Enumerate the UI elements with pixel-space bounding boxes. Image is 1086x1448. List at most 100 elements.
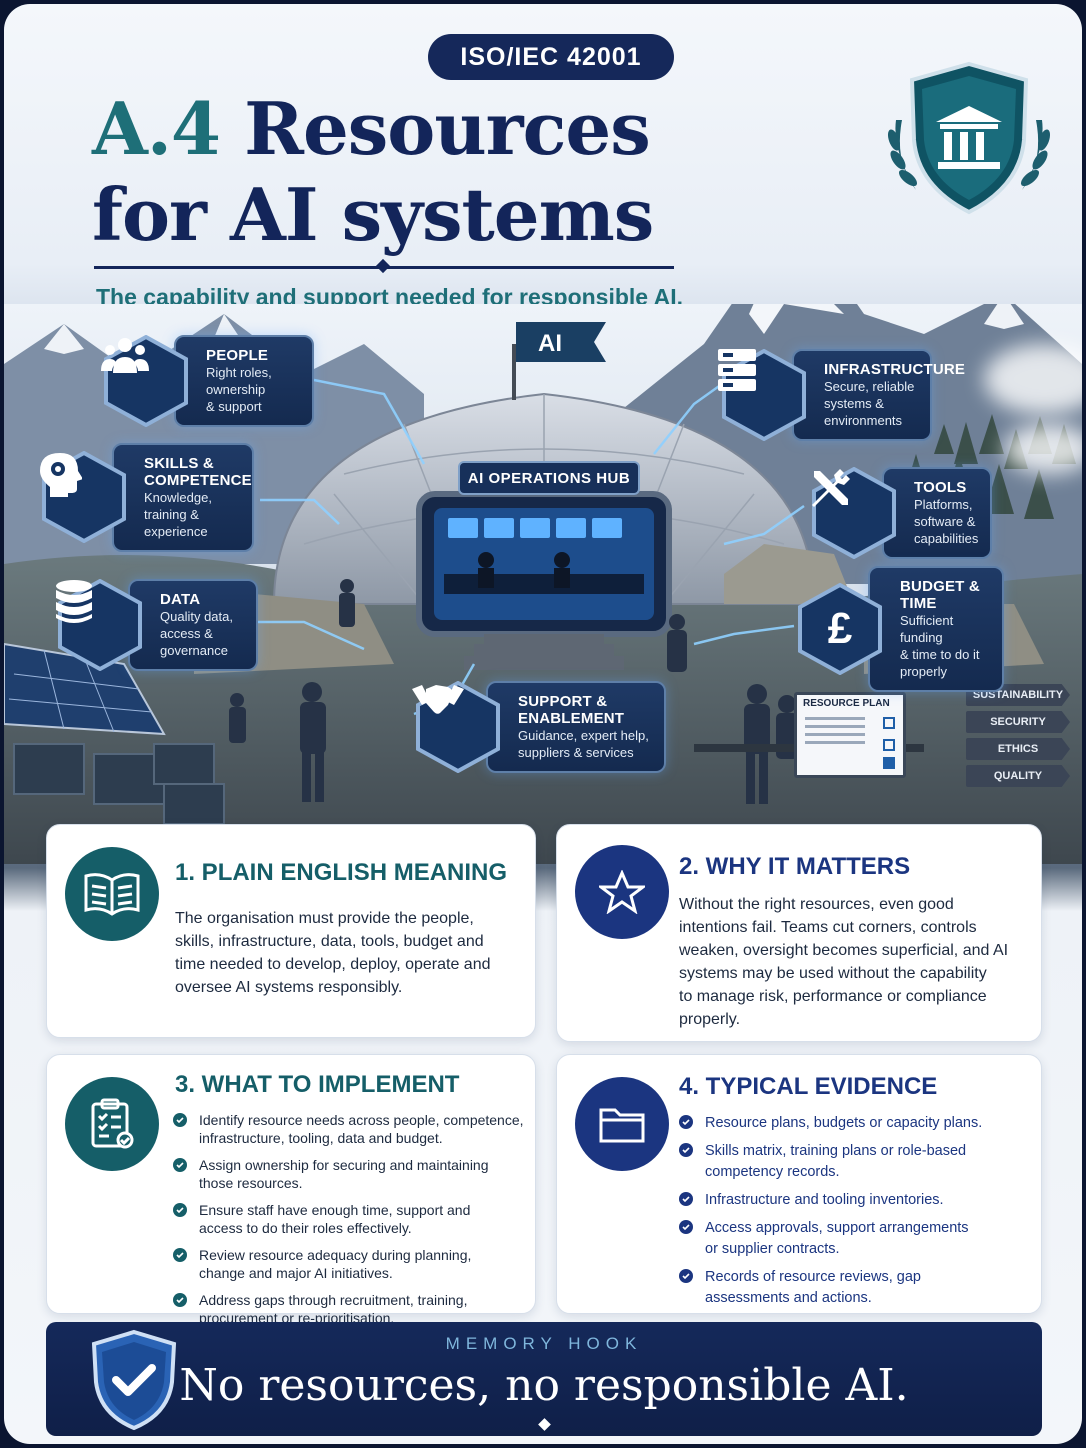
- divider-diamond: [538, 1418, 551, 1431]
- check-box-icon: [883, 757, 895, 769]
- node-desc: Quality data,: [160, 609, 233, 624]
- people-icon: [100, 335, 192, 427]
- node-budget-time: £ BUDGET & TIME Sufficient funding & tim…: [794, 566, 1004, 692]
- card-line: intentions fail. Teams cut corners, cont…: [679, 919, 977, 936]
- check-circle-icon: [679, 1192, 693, 1206]
- node-skills-competence: SKILLS & COMPETENCE Knowledge, training …: [38, 442, 254, 552]
- database-icon: [54, 579, 146, 671]
- node-tools: TOOLS Platforms, software & capabilities: [808, 467, 992, 559]
- ai-flag: AI: [514, 318, 610, 368]
- list-item: Infrastructure and tooling inventories.: [679, 1190, 1029, 1211]
- head-gear-icon: [38, 451, 130, 543]
- star-icon: [575, 845, 669, 939]
- evidence-checklist: Resource plans, budgets or capacity plan…: [679, 1113, 1029, 1316]
- card-body: Without the right resources, even good i…: [679, 893, 1029, 1031]
- node-title: COMPETENCE: [144, 471, 252, 489]
- card-line: oversee AI systems responsibly.: [175, 979, 403, 996]
- node-desc: software &: [914, 514, 976, 529]
- node-desc: & support: [206, 399, 262, 414]
- mountain-camp-scene: AI AI OPERATIONS HUB RESOURCE PLAN SUSTA…: [4, 304, 1082, 864]
- card-line: properly.: [679, 1011, 741, 1028]
- node-desc: systems &: [824, 396, 884, 411]
- list-item: Resource plans, budgets or capacity plan…: [679, 1113, 1029, 1134]
- node-people: PEOPLE Right roles, ownership & support: [100, 335, 314, 427]
- check-box-icon: [883, 717, 895, 729]
- card-line: time needed to develop, deploy, operate …: [175, 956, 491, 973]
- list-item: Review resource adequacy during planning…: [173, 1246, 529, 1282]
- node-desc: Knowledge,: [144, 489, 212, 505]
- title-clause-number: A.4: [92, 86, 221, 171]
- node-title: DATA: [160, 591, 201, 608]
- node-desc: environments: [824, 413, 903, 428]
- folder-icon: [575, 1077, 669, 1171]
- node-desc: training &: [144, 506, 199, 522]
- standard-badge: ISO/IEC 42001: [428, 34, 674, 80]
- check-circle-icon: [173, 1203, 187, 1217]
- node-data: DATA Quality data, access & governance: [54, 579, 258, 671]
- memory-hook-slogan: No resources, no responsible AI.: [179, 1360, 909, 1411]
- list-item: Ensure staff have enough time, support a…: [173, 1201, 529, 1237]
- card-title: 1. PLAIN ENGLISH MEANING: [175, 859, 508, 886]
- implement-checklist: Identify resource needs across people, c…: [173, 1111, 529, 1336]
- server-icon: [718, 349, 810, 441]
- title-line-2: for AI systems: [92, 172, 654, 257]
- node-desc: capabilities: [914, 531, 979, 546]
- card-plain-english-meaning: 1. PLAIN ENGLISH MEANING The organisatio…: [46, 824, 536, 1038]
- card-line: The organisation must provide the people…: [175, 910, 474, 927]
- node-desc: Right roles,: [206, 365, 272, 380]
- node-desc: access &: [160, 626, 213, 641]
- sign-security: SECURITY: [966, 711, 1070, 733]
- tools-icon: [808, 467, 900, 559]
- resource-plan-board: RESOURCE PLAN: [794, 692, 906, 778]
- card-title: 2. WHY IT MATTERS: [679, 853, 911, 880]
- card-line: weaken, oversight becomes superficial, a…: [679, 942, 1009, 959]
- flag-label: AI: [538, 330, 562, 357]
- card-typical-evidence: 4. TYPICAL EVIDENCE Resource plans, budg…: [556, 1054, 1042, 1314]
- node-title: SKILLS &: [144, 454, 214, 472]
- node-desc: suppliers & services: [518, 745, 634, 760]
- shield-check-icon: [91, 1329, 177, 1431]
- check-circle-icon: [679, 1269, 693, 1283]
- card-line: to manage risk, performance or complianc…: [679, 988, 987, 1005]
- title-divider: [94, 266, 674, 269]
- sign-ethics: ETHICS: [966, 738, 1070, 760]
- memory-hook-banner: MEMORY HOOK No resources, no responsible…: [46, 1322, 1042, 1436]
- check-circle-icon: [173, 1293, 187, 1307]
- node-title: INFRASTRUCTURE: [824, 361, 966, 378]
- node-title: PEOPLE: [206, 347, 269, 364]
- node-title: SUPPORT & ENABLEMENT: [518, 693, 625, 727]
- card-line: systems may be used without the capabili…: [679, 965, 987, 982]
- node-desc: properly: [900, 664, 947, 679]
- node-desc: Sufficient funding: [900, 613, 954, 645]
- sign-quality: QUALITY: [966, 765, 1070, 787]
- card-body: The organisation must provide the people…: [175, 907, 525, 999]
- check-box-icon: [883, 739, 895, 751]
- clipboard-checklist-icon: [65, 1077, 159, 1171]
- node-desc: & time to do it: [900, 647, 980, 662]
- check-circle-icon: [679, 1115, 693, 1129]
- check-circle-icon: [173, 1158, 187, 1172]
- open-book-icon: [65, 847, 159, 941]
- title-line-1: Resources: [244, 86, 651, 171]
- resource-plan-label: RESOURCE PLAN: [803, 698, 890, 709]
- node-infrastructure: INFRASTRUCTURE Secure, reliable systems …: [718, 349, 966, 441]
- card-line: Without the right resources, even good: [679, 896, 954, 913]
- memory-hook-label: MEMORY HOOK: [445, 1334, 643, 1353]
- node-desc: Secure, reliable: [824, 379, 915, 394]
- check-circle-icon: [173, 1248, 187, 1262]
- node-desc: governance: [160, 643, 228, 658]
- handshake-icon: [412, 681, 504, 773]
- page-title: A.4 Resources for AI systems: [92, 86, 812, 258]
- list-item: Identify resource needs across people, c…: [173, 1111, 529, 1147]
- node-title: BUDGET & TIME: [900, 578, 980, 612]
- card-why-it-matters: 2. WHY IT MATTERS Without the right reso…: [556, 824, 1042, 1042]
- node-desc: Platforms,: [914, 497, 973, 512]
- infographic-frame: ISO/IEC 42001 A.4 Resources for AI syste…: [4, 4, 1082, 1444]
- hub-label: AI OPERATIONS HUB: [458, 461, 640, 495]
- list-item: Skills matrix, training plans or role-ba…: [679, 1141, 1029, 1183]
- card-what-to-implement: 3. WHAT TO IMPLEMENT Identify resource n…: [46, 1054, 536, 1326]
- node-desc: ownership: [206, 382, 266, 397]
- pound-icon: £: [827, 604, 853, 653]
